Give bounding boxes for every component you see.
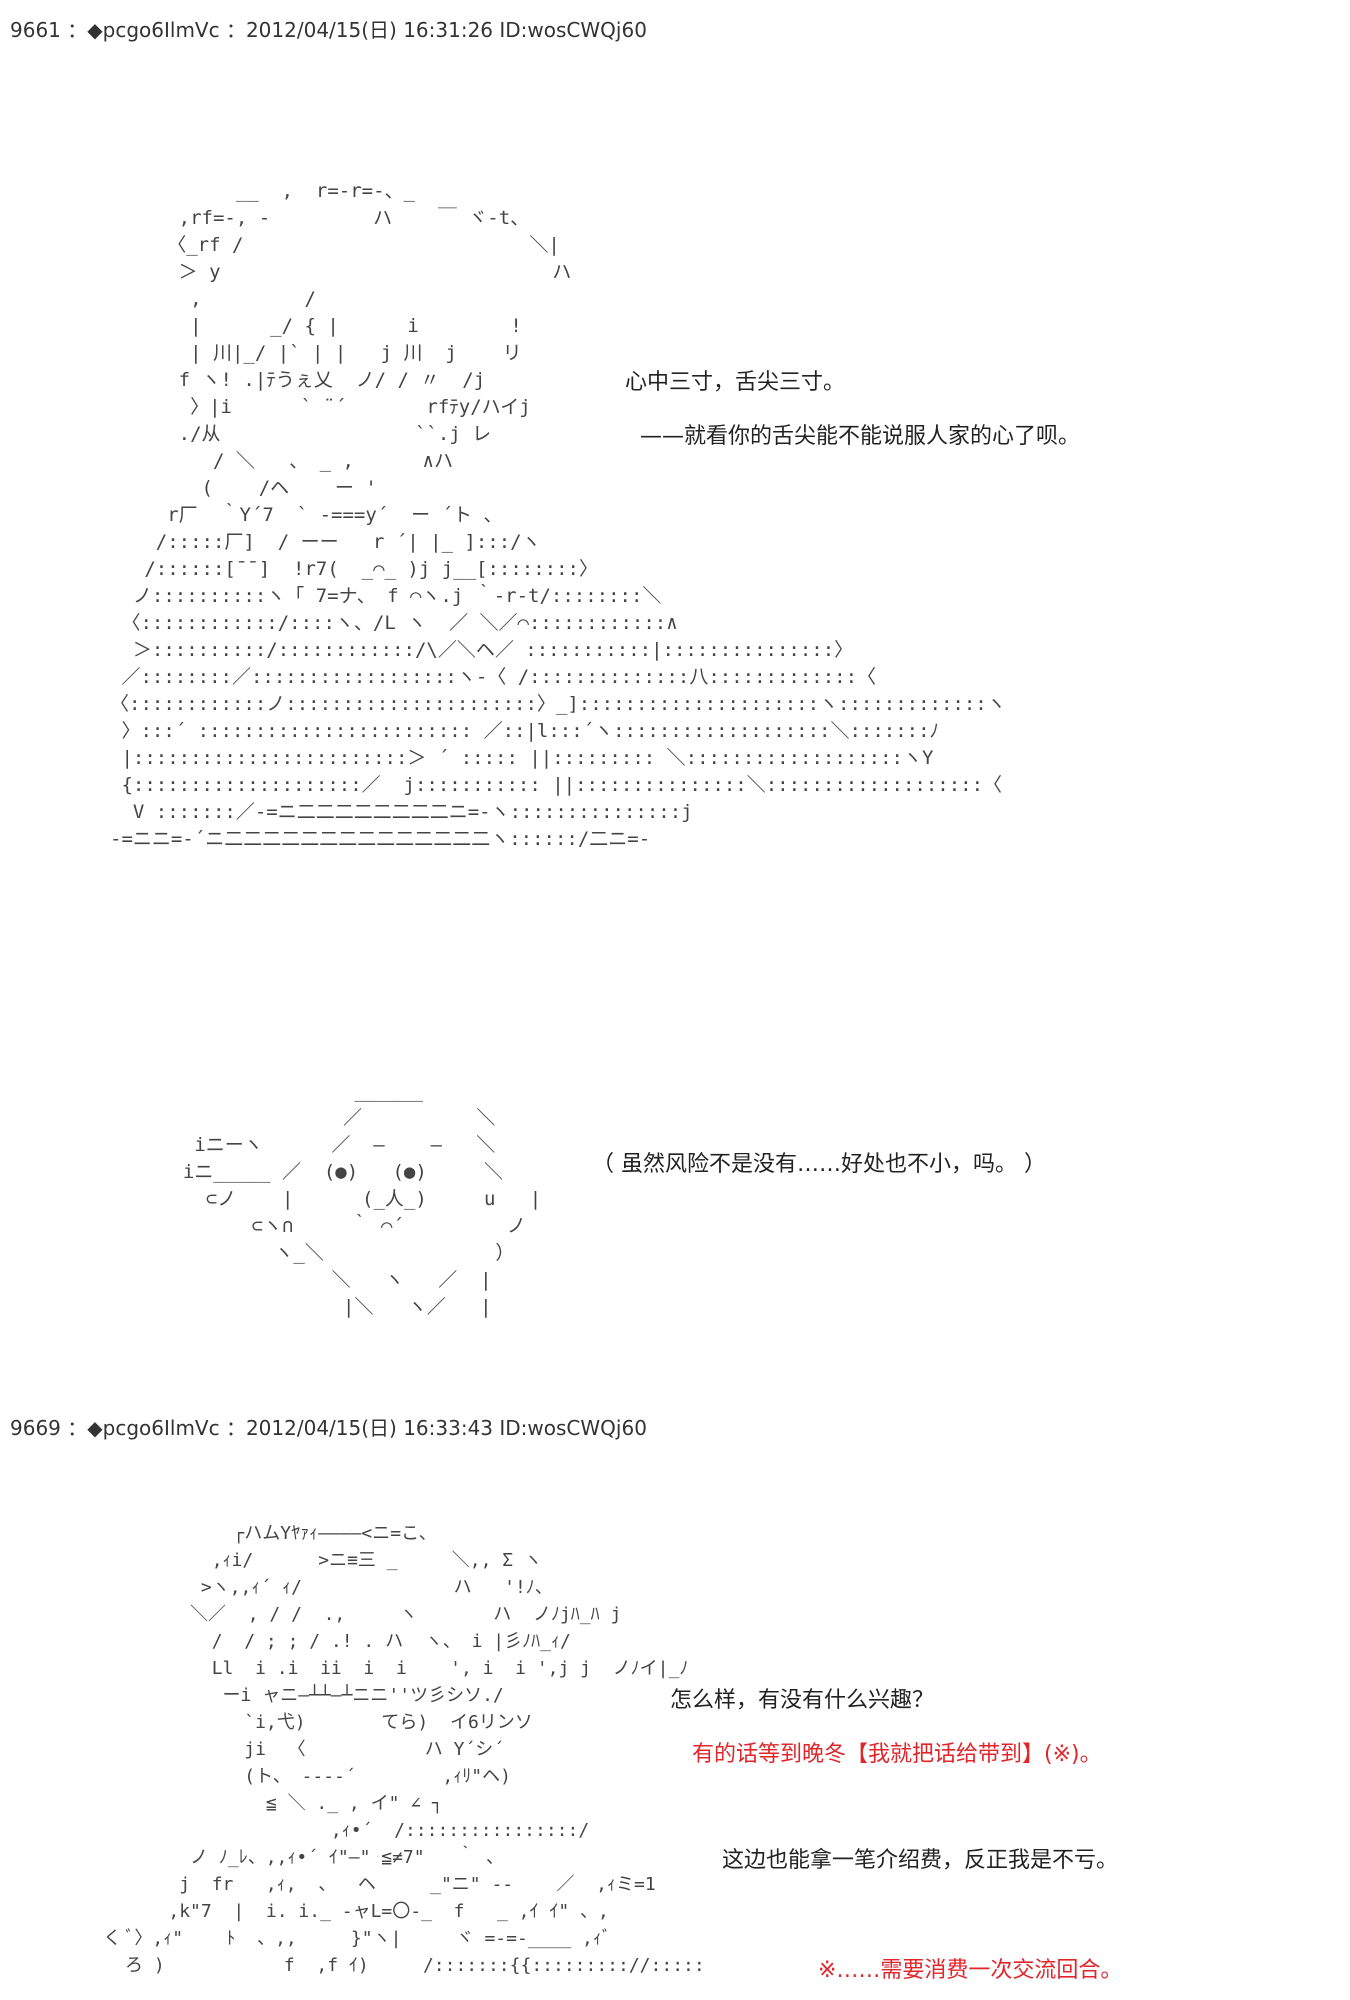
post-header-9669: 9669 ：◆pcgo6IlmVc ：2012/04/15(日) 16:33:4… bbox=[10, 1416, 647, 1440]
ascii-art-girl: __ , r=-r=-、_ ,rf=-, - ハ ￣ ヾ-t、 〈_rf / ＼… bbox=[110, 180, 1006, 850]
dialogue-line: 怎么样，有没有什么兴趣？ bbox=[670, 1688, 935, 1713]
dialogue-line: （ 虽然风险不是没有……好处也不小，吗。 ） bbox=[592, 1152, 1046, 1177]
dialogue-line: 心中三寸，舌尖三寸。 bbox=[625, 370, 846, 395]
post-header-9661: 9661 ：◆pcgo6IlmVc ：2012/04/15(日) 16:31:2… bbox=[10, 18, 647, 42]
dialogue-line: ——就看你的舌尖能不能说服人家的心了呗。 bbox=[640, 424, 1081, 449]
ascii-art-yukkuri: ______ ／ ＼ iニーヽ ／ ― ― ＼ iニ_____ ／ (●) (●… bbox=[182, 1080, 542, 1318]
dialogue-line: 这边也能拿一笔介绍费，反正我是不亏。 bbox=[722, 1848, 1119, 1873]
dialogue-note: ※……需要消费一次交流回合。 bbox=[818, 1958, 1123, 1983]
dialogue-line-highlight: 有的话等到晚冬【我就把话给带到】(※)。 bbox=[692, 1742, 1102, 1767]
ascii-art-boy: ┌ハムYﾔｧｨ――――<ニ=こ、 ,ｨi/ >ニ≡三 _ ＼,, Σ ヽ >ヽ,… bbox=[103, 1523, 705, 1976]
